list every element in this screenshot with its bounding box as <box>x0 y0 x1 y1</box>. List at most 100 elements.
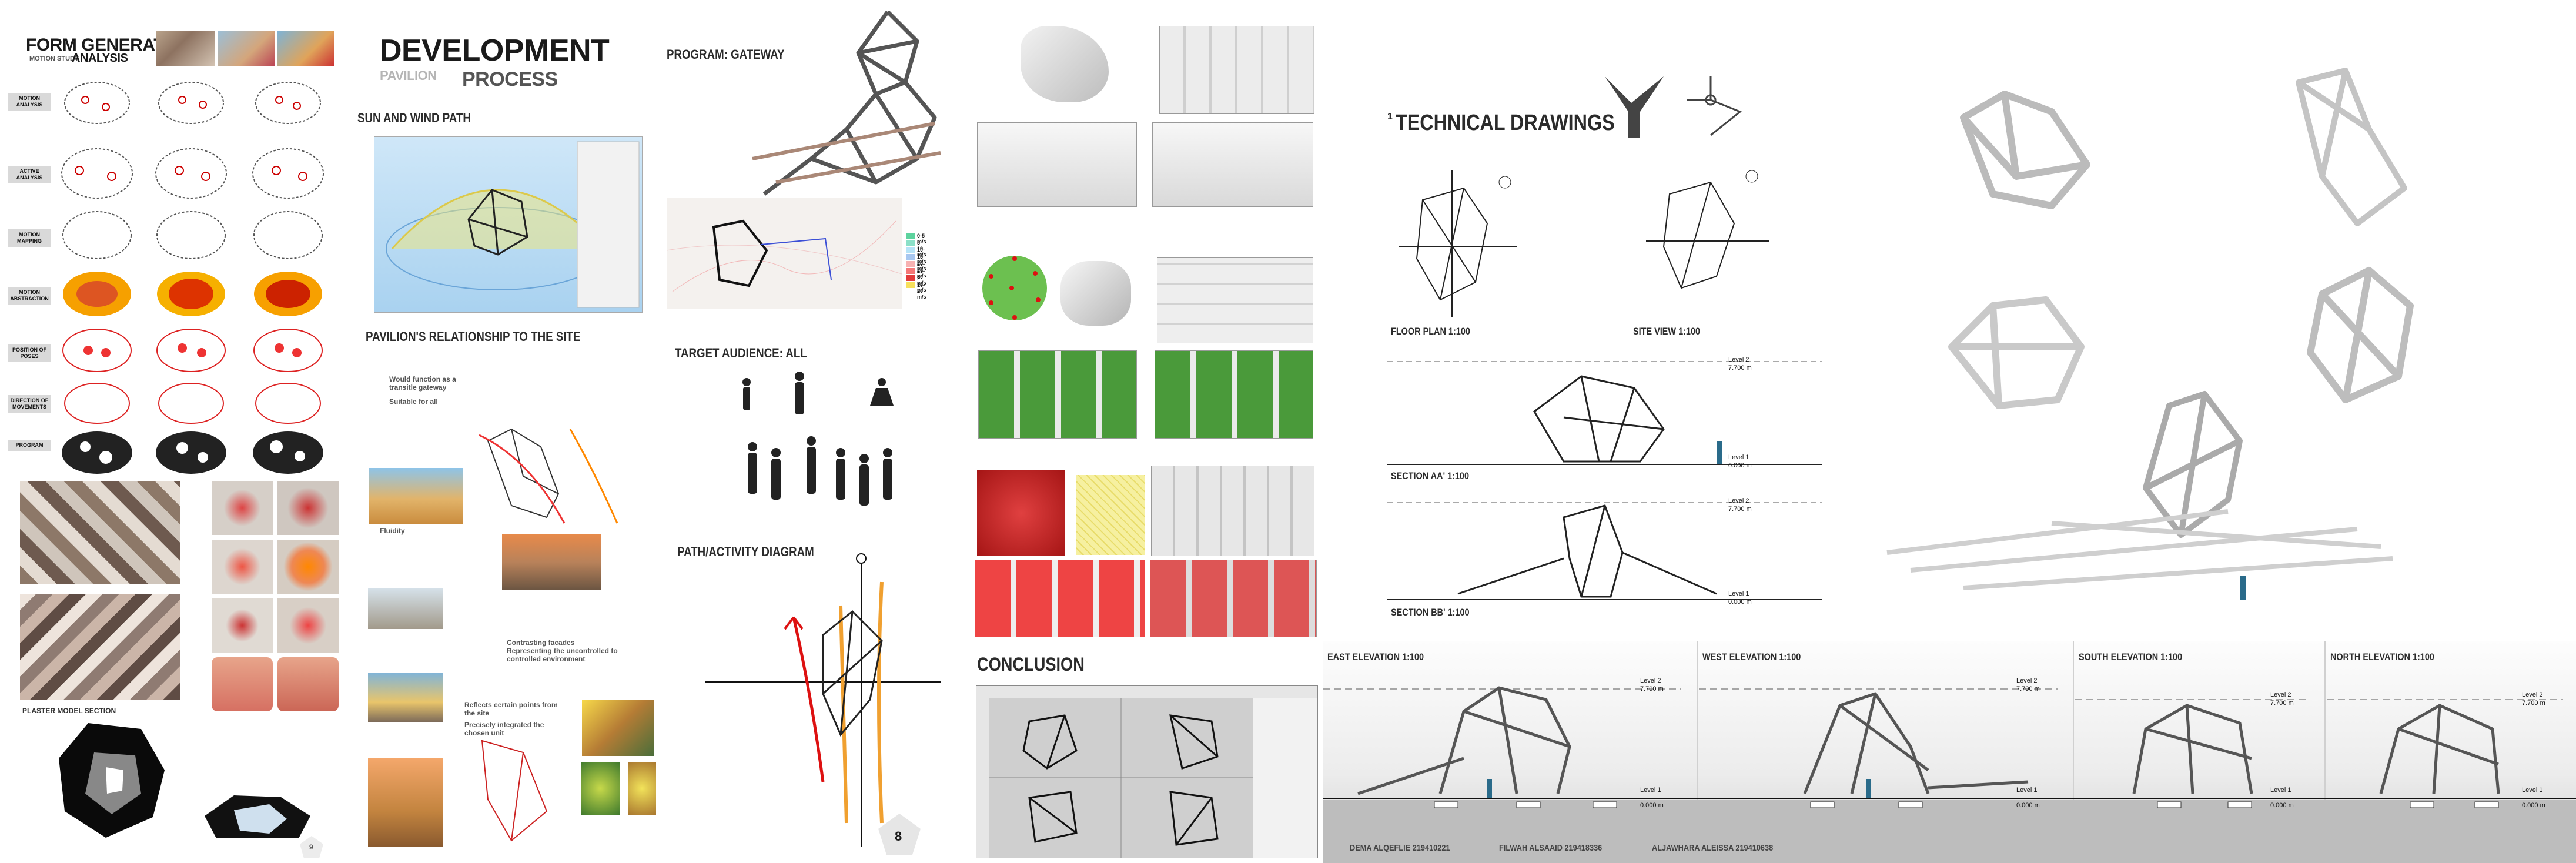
row-label-1: MOTION ANALYSIS <box>8 93 51 111</box>
panel-process-screens: CONCLUSION <box>970 0 1323 863</box>
point-cloud-sphere <box>982 256 1047 320</box>
plaster-section-drawing-2 <box>205 795 310 838</box>
aa-level1-val: 0.000 m <box>1728 462 1752 469</box>
west-elevation-label: WEST ELEVATION 1:100 <box>1702 651 1801 663</box>
bullet-suitable: Suitable for all <box>389 397 438 406</box>
gateway-sketch <box>479 428 618 524</box>
viewport-screen-6 <box>1150 560 1317 637</box>
student-name-1: DEMA ALQEFLIE 219410221 <box>1350 843 1450 853</box>
east-level2: Level 2 <box>1640 677 1661 684</box>
west-level1-val: 0.000 m <box>2016 802 2040 809</box>
section-aa-drawing <box>1387 361 1822 465</box>
divider-3 <box>2324 641 2326 863</box>
north-elevation-label: NORTH ELEVATION 1:100 <box>2330 651 2434 663</box>
page-8-badge <box>878 814 921 855</box>
twisted-form <box>1021 26 1109 102</box>
east-level2-val: 7.700 m <box>1640 685 1664 693</box>
site-relationship-heading: PAVILION'S RELATIONSHIP TO THE SITE <box>366 329 581 344</box>
motion-study-grid <box>61 82 324 474</box>
target-heading: TARGET AUDIENCE: ALL <box>675 346 807 360</box>
panel-development: DEVELOPMENT PAVILION PROCESS SUN AND WIN… <box>353 0 658 863</box>
unit-sketch <box>481 740 548 842</box>
elevation-drawings <box>1323 686 2576 863</box>
section-bb-drawing <box>1387 502 1822 600</box>
west-level2: Level 2 <box>2016 677 2038 684</box>
reflects-label-1: Reflects certain points from the site <box>464 701 558 717</box>
script-screen-2 <box>1157 257 1313 343</box>
aa-level2-val: 7.700 m <box>1728 364 1752 372</box>
fluidity-label: Fluidity <box>380 527 405 535</box>
panel-program: PROGRAM: GATEWAY 0-5 m/s 5-10 m/s 10-15 … <box>658 0 970 863</box>
wind-legend: 0-5 m/s 5-10 m/s 10-15 m/s 15-20 m/s 20-… <box>906 233 965 300</box>
bullet-gateway: Would function as a transitle gateway <box>389 375 456 392</box>
contrast-label: Contrasting facades Representing the unc… <box>507 638 618 663</box>
render-view-3 <box>1948 296 2085 409</box>
west-level1: Level 1 <box>2016 787 2038 794</box>
section-bb-label: SECTION BB' 1:100 <box>1391 607 1470 618</box>
aa-level2: Level 2 <box>1728 356 1749 363</box>
path-heading: PATH/ACTIVITY DIAGRAM <box>677 544 814 559</box>
site-map <box>667 198 902 309</box>
viewport-screen-3 <box>978 350 1137 439</box>
development-title: DEVELOPMENT <box>380 34 610 68</box>
site-photo-4 <box>368 673 443 722</box>
header-photo-2 <box>218 31 275 66</box>
site-photo-1 <box>369 468 463 524</box>
elevations-strip: EAST ELEVATION 1:100 WEST ELEVATION 1:10… <box>1323 641 2576 863</box>
site-photo-8 <box>628 762 656 815</box>
south-level1-val: 0.000 m <box>2270 802 2294 809</box>
east-elevation-label: EAST ELEVATION 1:100 <box>1327 651 1424 663</box>
bb-level2-val: 7.700 m <box>1728 506 1752 513</box>
bb-level2: Level 2 <box>1728 497 1749 504</box>
script-screen-3 <box>1151 466 1314 556</box>
plaster-model-grid <box>212 481 342 711</box>
render-view-2 <box>2296 68 2407 226</box>
floor-plan-drawing <box>1399 170 1517 317</box>
plaster-model-collage-1 <box>20 481 180 584</box>
student-name-2: FILWAH ALSAAID 219418336 <box>1499 843 1603 853</box>
joint-detail-1 <box>1605 76 1664 138</box>
bb-level1: Level 1 <box>1728 590 1749 597</box>
site-view-label: SITE VIEW 1:100 <box>1633 326 1701 337</box>
sun-wind-heading: SUN AND WIND PATH <box>357 111 471 125</box>
east-level1-val: 0.000 m <box>1640 802 1664 809</box>
site-photo-7 <box>581 762 620 815</box>
panel1-subtitle-b: ANALYSIS <box>72 52 128 65</box>
conclusion-heading: CONCLUSION <box>977 654 1085 675</box>
north-level1: Level 1 <box>2522 787 2543 794</box>
row-label-2: ACTIVE ANALYSIS <box>8 166 51 183</box>
student-name-3: ALJAWHARA ALEISSA 219410638 <box>1652 843 1774 853</box>
people-silhouettes <box>742 372 894 506</box>
south-elevation-label: SOUTH ELEVATION 1:100 <box>2079 651 2183 663</box>
north-level1-val: 0.000 m <box>2522 802 2545 809</box>
page-number-badge <box>300 836 323 858</box>
script-screen-1 <box>1159 26 1314 114</box>
joint-detail-2 <box>1687 76 1742 136</box>
reflects-label-2: Precisely integrated the chosen unit <box>464 721 544 737</box>
site-view-drawing <box>1646 170 1769 289</box>
program-heading: PROGRAM: GATEWAY <box>667 47 785 62</box>
panel-form-generation: FORM GENERATION MOTION STUDY ANALYSIS MO… <box>0 0 353 863</box>
yellow-pattern <box>1076 475 1145 555</box>
render-view-1 <box>1960 91 2090 209</box>
conclusion-screen <box>976 685 1318 858</box>
site-photo-6 <box>582 700 654 756</box>
west-level2-val: 7.700 m <box>2016 685 2040 693</box>
viewport-screen-1 <box>977 122 1137 207</box>
bb-level1-val: 0.000 m <box>1728 598 1752 606</box>
plaster-section-label: PLASTER MODEL SECTION <box>22 707 116 715</box>
floor-plan-label: FLOOR PLAN 1:100 <box>1391 326 1470 337</box>
aa-level1: Level 1 <box>1728 454 1749 461</box>
development-subtitle-gray: PAVILION <box>380 68 437 83</box>
viewport-screen-5 <box>975 560 1145 637</box>
row-label-4: MOTION ABSTRACTION <box>8 287 51 305</box>
section-aa-label: SECTION AA' 1:100 <box>1391 470 1469 481</box>
divider-2 <box>2073 641 2074 863</box>
render-perspective-large <box>1886 391 2393 600</box>
header-photo-3 <box>277 31 334 66</box>
plaster-model-collage-2 <box>20 594 180 700</box>
page-number-8: 8 <box>895 829 902 844</box>
row-label-5: POSITION OF POSES <box>8 344 51 362</box>
viewport-screen-2 <box>1152 122 1313 207</box>
plaster-section-drawing <box>59 723 165 838</box>
